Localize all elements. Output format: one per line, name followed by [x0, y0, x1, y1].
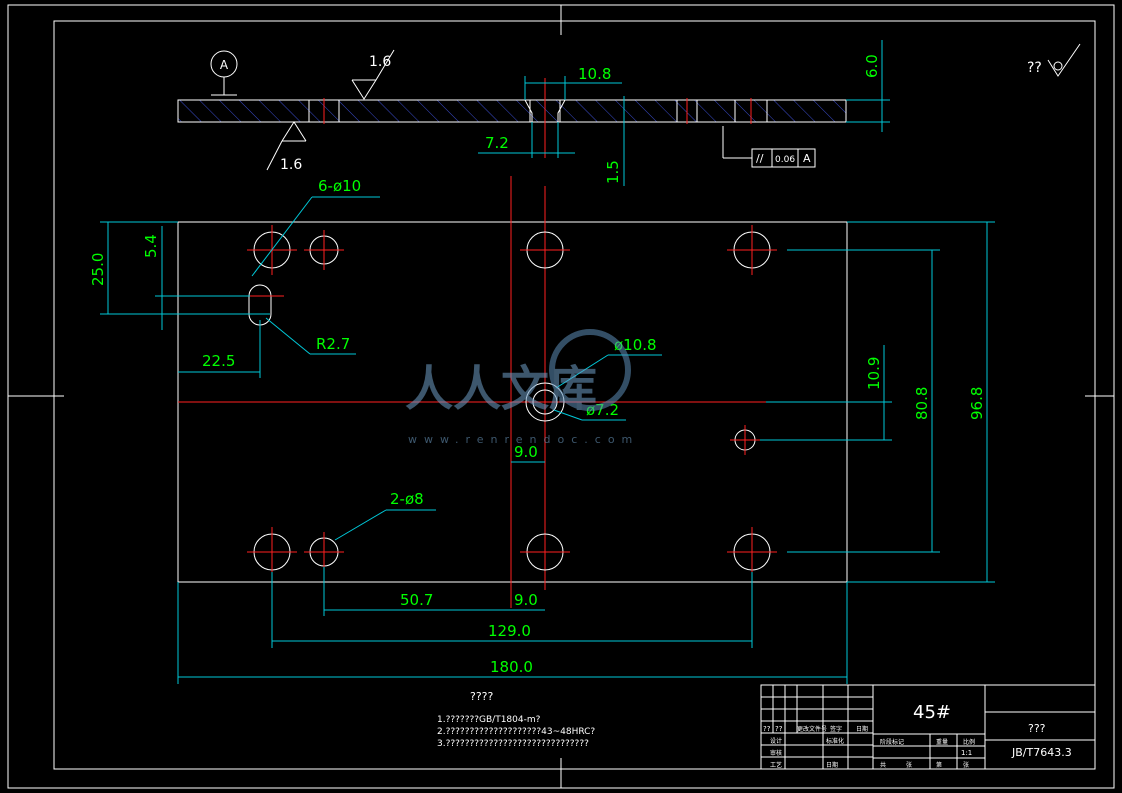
title-cell-12: 重量 [936, 738, 948, 746]
dim-9-lower: 9.0 [514, 591, 538, 609]
dim-50-7: 50.7 [400, 591, 433, 609]
hole-bottom-left [247, 527, 297, 577]
roughness-symbol-bottom [281, 121, 307, 142]
dim-129-0: 129.0 [488, 622, 531, 640]
title-cell-1: ?? [763, 725, 771, 733]
title-cell-7: 标准化 [826, 737, 844, 745]
hole-top-right [727, 225, 777, 275]
dim-96-8: 96.8 [968, 387, 986, 420]
dim-180-0: 180.0 [490, 658, 533, 676]
datum-label: A [220, 58, 229, 72]
center-hole-outer [525, 382, 565, 422]
standard-text: JB/T7643.3 [1011, 746, 1072, 759]
title-cell-14: 共 [880, 761, 886, 769]
dim-10-9: 10.9 [865, 357, 883, 390]
section-view: A 1.6 1.6 10.8 7.2 1.5 6.0 [177, 40, 890, 186]
title-cell-5: 日期 [856, 725, 868, 733]
title-cell-6: 设计 [770, 737, 782, 745]
section-outline [177, 99, 847, 123]
title-cell-8: 审核 [770, 749, 782, 757]
corner-roughness-circle [1053, 61, 1063, 71]
title-cell-4: 签字 [830, 725, 842, 733]
plan-view: 6-ø10 R2.7 ø10.8 ø7.2 2-ø8 25.0 5.4 22.5… [89, 176, 995, 684]
dim-25-0: 25.0 [89, 253, 107, 286]
small-hole-top [304, 230, 344, 270]
leader-slot [265, 317, 311, 355]
title-cell-17: 张 [963, 761, 969, 769]
leader-center-inner [553, 409, 583, 421]
title-cell-11: 阶段标记 [880, 738, 904, 746]
notes-line-2: 2.????????????????????43~48HRC? [437, 727, 595, 737]
roughness-symbol-top [351, 49, 395, 100]
hole-top-center [520, 231, 570, 269]
inner-frame [53, 20, 1096, 770]
leader-6-holes [251, 196, 313, 277]
title-block: ?? ?? 更改文件号 签字 日期 设计 标准化 审核 工艺 日期 阶段标记 重… [760, 684, 1096, 770]
tolerance-datum: A [803, 152, 811, 165]
title-cell-13: 比例 [963, 738, 975, 746]
part-name-text: ??? [1028, 722, 1046, 735]
leader-center-outer [555, 354, 609, 389]
corner-roughness-text: ?? [1027, 60, 1042, 76]
countersink-profile [524, 99, 533, 122]
label-6-holes: 6-ø10 [318, 177, 361, 195]
tolerance-frame [751, 148, 816, 168]
section-hatch [178, 100, 846, 122]
dim-7-2: 7.2 [485, 134, 509, 152]
watermark: 人人文库 www.renrendoc.com [405, 329, 639, 446]
title-cell-10: 日期 [826, 761, 838, 769]
roughness-top-value: 1.6 [369, 54, 391, 70]
title-cell-16: 第 [936, 761, 942, 769]
title-block-frame [760, 684, 1096, 770]
material-text: 45# [913, 702, 951, 723]
dim-5-4: 5.4 [142, 234, 160, 258]
dim-1-5: 1.5 [604, 160, 622, 184]
countersink-profile-r [557, 99, 566, 122]
watermark-url: www.renrendoc.com [408, 433, 639, 446]
notes-title: ???? [470, 690, 494, 703]
title-cell-15: 张 [906, 761, 912, 769]
notes-line-3: 3.?????????????????????????????? [437, 739, 589, 749]
watermark-swirl [549, 329, 631, 411]
title-cell-9: 工艺 [770, 761, 782, 769]
title-cell-3: 更改文件号 [797, 725, 827, 733]
label-small-holes: 2-ø8 [390, 490, 424, 508]
roughness-bottom-leader [266, 140, 283, 171]
hole-bottom-center [520, 533, 570, 571]
label-slot-radius: R2.7 [316, 335, 350, 353]
tolerance-value: 0.06 [775, 155, 795, 165]
dim-10-8: 10.8 [578, 65, 611, 83]
corner-roughness-symbol [1047, 43, 1081, 77]
hole-bottom-right [727, 527, 777, 577]
dim-9-upper: 9.0 [514, 443, 538, 461]
scale-value: 1:1 [961, 749, 972, 757]
roughness-bottom-value: 1.6 [280, 157, 302, 173]
dim-80-8: 80.8 [913, 387, 931, 420]
dim-6-0: 6.0 [863, 54, 881, 78]
leader-small-holes [334, 509, 387, 541]
center-hole-inner [532, 389, 558, 415]
hole-right-small [730, 425, 760, 455]
title-cell-2: ?? [775, 725, 783, 733]
tolerance-symbol: // [756, 152, 764, 165]
dim-22-5: 22.5 [202, 352, 235, 370]
watermark-cn: 人人文库 [405, 361, 597, 417]
small-hole-bottom [304, 532, 344, 572]
notes-line-1: 1.???????GB/T1804-m? [437, 715, 541, 725]
